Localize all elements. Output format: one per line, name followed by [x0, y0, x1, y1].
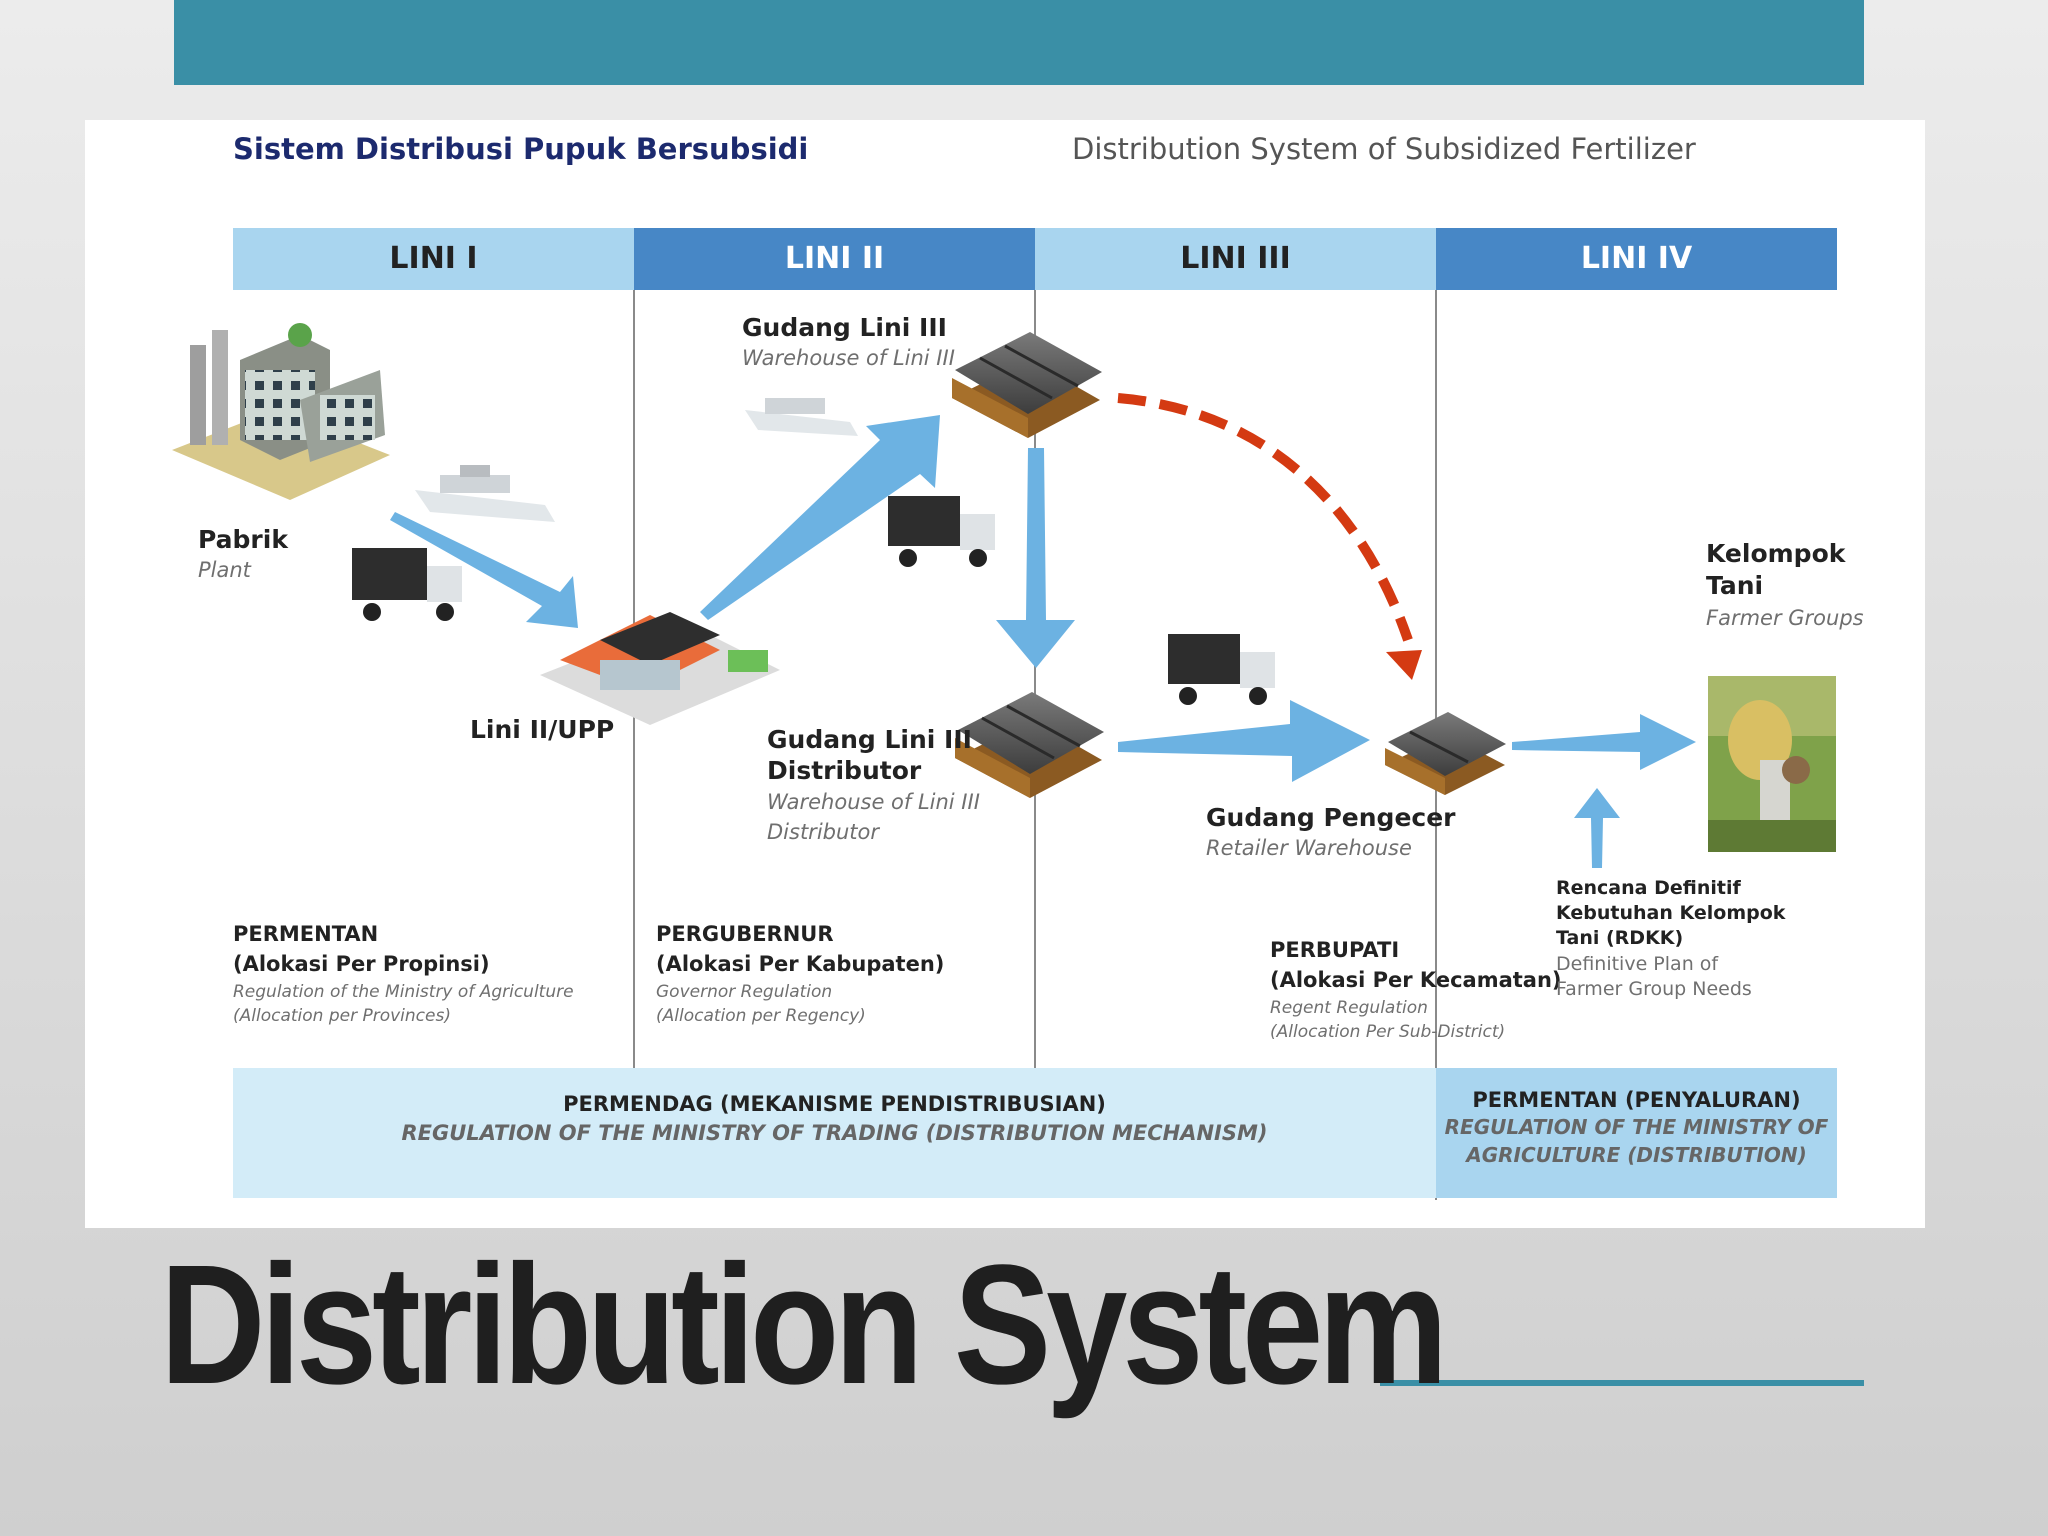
diagram-card [85, 120, 1925, 1228]
lini-4-header [1436, 228, 1837, 290]
rdkk-en-1: Definitive Plan of [1556, 953, 1719, 975]
lini-2-label: LINI II [784, 241, 885, 276]
perbupati-alloc: (Alokasi Per Kecamatan) [1270, 968, 1562, 992]
retailer-name: Gudang Pengecer [1206, 803, 1456, 832]
rdkk-line-3: Tani (RDKK) [1556, 927, 1684, 949]
arrow-rdkk-up [1574, 788, 1620, 868]
upp-building-icon [540, 612, 780, 725]
farmer-sub: Farmer Groups [1706, 606, 1864, 630]
lini-4-label: LINI IV [1580, 241, 1693, 276]
rdkk-en-2: Farmer Group Needs [1556, 978, 1752, 1000]
permentan-band [1436, 1068, 1837, 1198]
ship-icon [745, 398, 858, 436]
warehouse-sub: Warehouse of Lini III [742, 346, 955, 370]
title-underline [1380, 1380, 1864, 1386]
permentan-band-en-1: REGULATION OF THE MINISTRY OF [1444, 1115, 1829, 1139]
perbupati-title: PERBUPATI [1270, 938, 1400, 962]
factory-icon [172, 323, 390, 500]
slide-title: Distribution System [160, 1230, 1448, 1420]
distributor-name-1: Gudang Lini III [767, 725, 972, 754]
permendag-title: PERMENDAG (MEKANISME PENDISTRIBUSIAN) [563, 1092, 1106, 1116]
arrow-retailer-to-farmer [1512, 714, 1696, 770]
pergubernur-alloc: (Alokasi Per Kabupaten) [656, 952, 945, 976]
upp-name: Lini II/UPP [470, 715, 615, 744]
permendag-en: REGULATION OF THE MINISTRY OF TRADING (D… [401, 1121, 1268, 1145]
lini-3-label: LINI III [1180, 241, 1291, 276]
permendag-band [233, 1068, 1436, 1198]
warehouse-icon [1385, 712, 1506, 795]
pergubernur-en-alloc: (Allocation per Regency) [656, 1006, 866, 1026]
lini-3-header [1035, 228, 1436, 290]
permentan-band-title: PERMENTAN (PENYALURAN) [1472, 1088, 1801, 1112]
title-indonesian: Sistem Distribusi Pupuk Bersubsidi [233, 132, 809, 166]
warehouse-icon [952, 332, 1102, 438]
lini-1-header [233, 228, 634, 290]
distributor-sub-2: Distributor [767, 820, 880, 844]
truck-icon [888, 496, 995, 567]
truck-icon [1168, 634, 1275, 705]
warehouse-icon [955, 692, 1104, 798]
farmer-name-2: Tani [1706, 571, 1764, 600]
permentan-en-alloc: (Allocation per Provinces) [233, 1006, 451, 1026]
farmer-photo [1708, 676, 1836, 852]
plant-sub: Plant [198, 558, 251, 582]
lini-1-label: LINI I [389, 241, 478, 276]
title-english: Distribution System of Subsidized Fertil… [1072, 132, 1696, 166]
pergubernur-en: Governor Regulation [656, 982, 833, 1002]
arrow-plant-to-upp [390, 512, 578, 628]
rdkk-line-1: Rencana Definitif [1556, 877, 1741, 899]
distributor-sub-1: Warehouse of Lini III [767, 790, 980, 814]
plant-name: Pabrik [198, 525, 288, 554]
ship-icon [415, 465, 555, 522]
perbupati-en: Regent Regulation [1270, 998, 1428, 1018]
pergubernur-title: PERGUBERNUR [656, 922, 834, 946]
permentan-title: PERMENTAN [233, 922, 379, 946]
arrow-distributor-to-retailer [1118, 700, 1370, 782]
perbupati-en-alloc: (Allocation Per Sub-District) [1270, 1022, 1506, 1042]
arrow-dashed-red-head [1386, 650, 1422, 680]
permentan-alloc: (Alokasi Per Propinsi) [233, 952, 490, 976]
rdkk-line-2: Kebutuhan Kelompok [1556, 902, 1786, 924]
farmer-name-1: Kelompok [1706, 539, 1846, 568]
permentan-band-en-2: AGRICULTURE (DISTRIBUTION) [1466, 1143, 1807, 1167]
truck-icon [352, 548, 462, 621]
retailer-sub: Retailer Warehouse [1206, 836, 1412, 860]
permentan-en: Regulation of the Ministry of Agricultur… [233, 982, 574, 1002]
lini-2-header [634, 228, 1035, 290]
arrow-upp-to-warehouse [700, 415, 940, 620]
arrow-dashed-red [1117, 393, 1413, 642]
top-accent-bar [174, 0, 1864, 85]
warehouse-name: Gudang Lini III [742, 313, 947, 342]
distributor-name-2: Distributor [767, 756, 922, 785]
arrow-warehouse-down [996, 448, 1075, 668]
